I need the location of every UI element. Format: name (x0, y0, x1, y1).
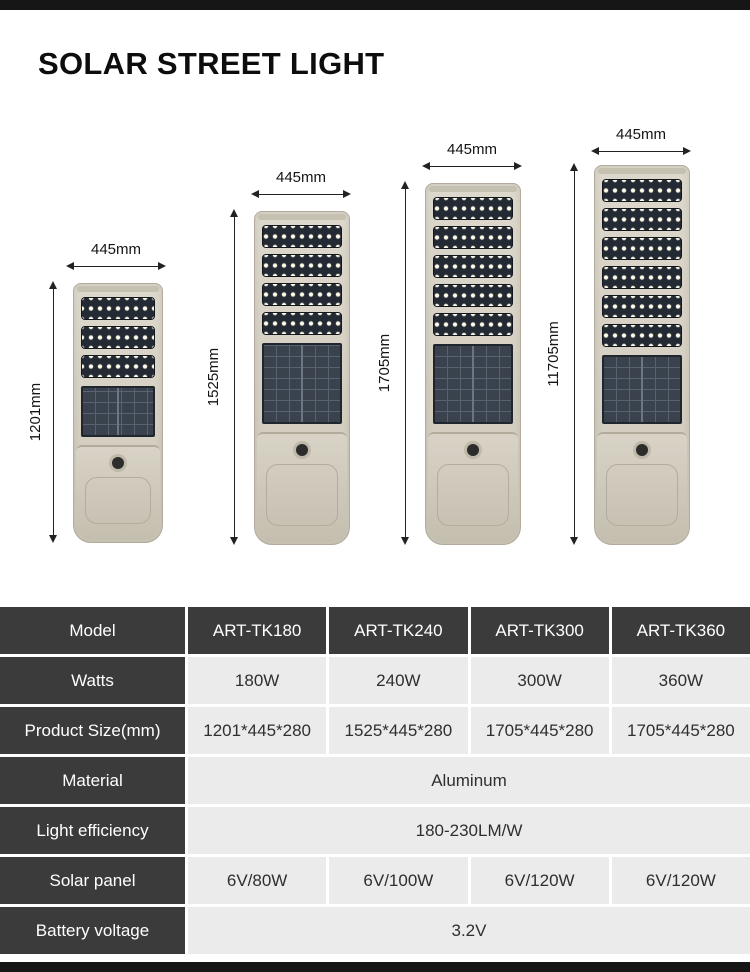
street-light-image (578, 165, 690, 561)
led-module (81, 355, 155, 378)
height-dimension-arrow (49, 281, 58, 543)
lamp-top-cap (429, 186, 517, 192)
row-label-material: Material (0, 757, 185, 804)
table-cell-value: 240W (329, 657, 468, 704)
solar-panel (433, 344, 513, 424)
motion-sensor (636, 444, 648, 456)
led-module (602, 237, 682, 260)
width-dimension-label: 445mm (446, 141, 498, 158)
led-module (602, 324, 682, 347)
street-light-image (238, 211, 350, 561)
height-dimension-label: 11705mm (545, 321, 562, 387)
width-dimension-arrow (591, 147, 691, 156)
led-modules (595, 177, 689, 347)
led-module (602, 179, 682, 202)
housing-plate (606, 464, 678, 526)
led-modules (255, 223, 349, 335)
table-cell-value: ART-TK240 (329, 607, 468, 654)
top-bar (0, 0, 750, 10)
height-dimension-label: 1201mm (27, 382, 44, 442)
width-dimension-label: 445mm (275, 169, 327, 186)
table-cell-value: 6V/100W (329, 857, 468, 904)
led-module (262, 312, 342, 335)
row-label-watts: Watts (0, 657, 185, 704)
street-light-image (409, 183, 521, 561)
solar-panel (262, 343, 342, 424)
motion-sensor (112, 457, 124, 469)
table-cell-value: 1705*445*280 (470, 707, 609, 754)
table-cell-value: ART-TK360 (611, 607, 750, 654)
row-label-model: Model (0, 607, 185, 654)
table-cell-value: ART-TK300 (470, 607, 609, 654)
table-cell-value: 1705*445*280 (611, 707, 750, 754)
led-module (433, 226, 513, 249)
led-module (262, 254, 342, 277)
row-label-product-size: Product Size(mm) (0, 707, 185, 754)
led-module (81, 297, 155, 320)
table-cell-value: 6V/80W (188, 857, 327, 904)
height-dimension-label: 1705mm (376, 333, 393, 393)
width-dimension-label: 445mm (90, 241, 142, 258)
bottom-bar (0, 962, 750, 972)
table-cell-value: 180-230LM/W (188, 807, 750, 854)
row-label-light-efficiency: Light efficiency (0, 807, 185, 854)
height-dimension-arrow (401, 181, 410, 545)
table-cell-value: Aluminum (188, 757, 750, 804)
led-module (433, 197, 513, 220)
motion-sensor (296, 444, 308, 456)
table-cell-value: 180W (188, 657, 327, 704)
table-cell-value: 300W (470, 657, 609, 704)
table-cell-value: 1201*445*280 (188, 707, 327, 754)
led-module (81, 326, 155, 349)
table-cell-value: 1525*445*280 (329, 707, 468, 754)
table-cell-value: ART-TK180 (188, 607, 327, 654)
table-cell-value: 3.2V (188, 907, 750, 954)
lamp-housing (238, 432, 347, 561)
solar-panel (81, 386, 155, 437)
height-dimension-arrow (230, 209, 239, 545)
led-module (602, 208, 682, 231)
housing-plate (266, 464, 338, 526)
led-module (433, 284, 513, 307)
height-dimension-label: 1525mm (205, 347, 222, 407)
width-dimension-label: 445mm (615, 126, 667, 143)
width-dimension-arrow (66, 262, 166, 271)
lamp-top-cap (258, 214, 346, 220)
led-module (602, 295, 682, 318)
table-cell-value: 6V/120W (470, 857, 609, 904)
lamp-housing (409, 432, 518, 561)
led-module (433, 255, 513, 278)
lamp-top-cap (598, 168, 686, 174)
housing-plate (437, 464, 509, 526)
width-dimension-arrow (422, 162, 522, 171)
table-cell-value: 6V/120W (611, 857, 750, 904)
motion-sensor (467, 444, 479, 456)
width-dimension-arrow (251, 190, 351, 199)
led-module (262, 225, 342, 248)
solar-panel (602, 355, 682, 424)
row-label-battery-voltage: Battery voltage (0, 907, 185, 954)
spec-table: Model ART-TK180 ART-TK240 ART-TK300 ART-… (0, 607, 750, 954)
street-light-image (57, 283, 163, 559)
led-module (262, 283, 342, 306)
lamp-top-cap (77, 286, 159, 292)
lamp-housing (578, 432, 687, 561)
table-cell-value: 360W (611, 657, 750, 704)
lamp-housing (57, 445, 160, 559)
led-modules (426, 195, 520, 336)
led-module (602, 266, 682, 289)
row-label-solar-panel: Solar panel (0, 857, 185, 904)
housing-plate (85, 477, 151, 524)
height-dimension-arrow (570, 163, 579, 545)
led-modules (74, 295, 162, 378)
page-title: SOLAR STREET LIGHT (38, 46, 385, 81)
led-module (433, 313, 513, 336)
